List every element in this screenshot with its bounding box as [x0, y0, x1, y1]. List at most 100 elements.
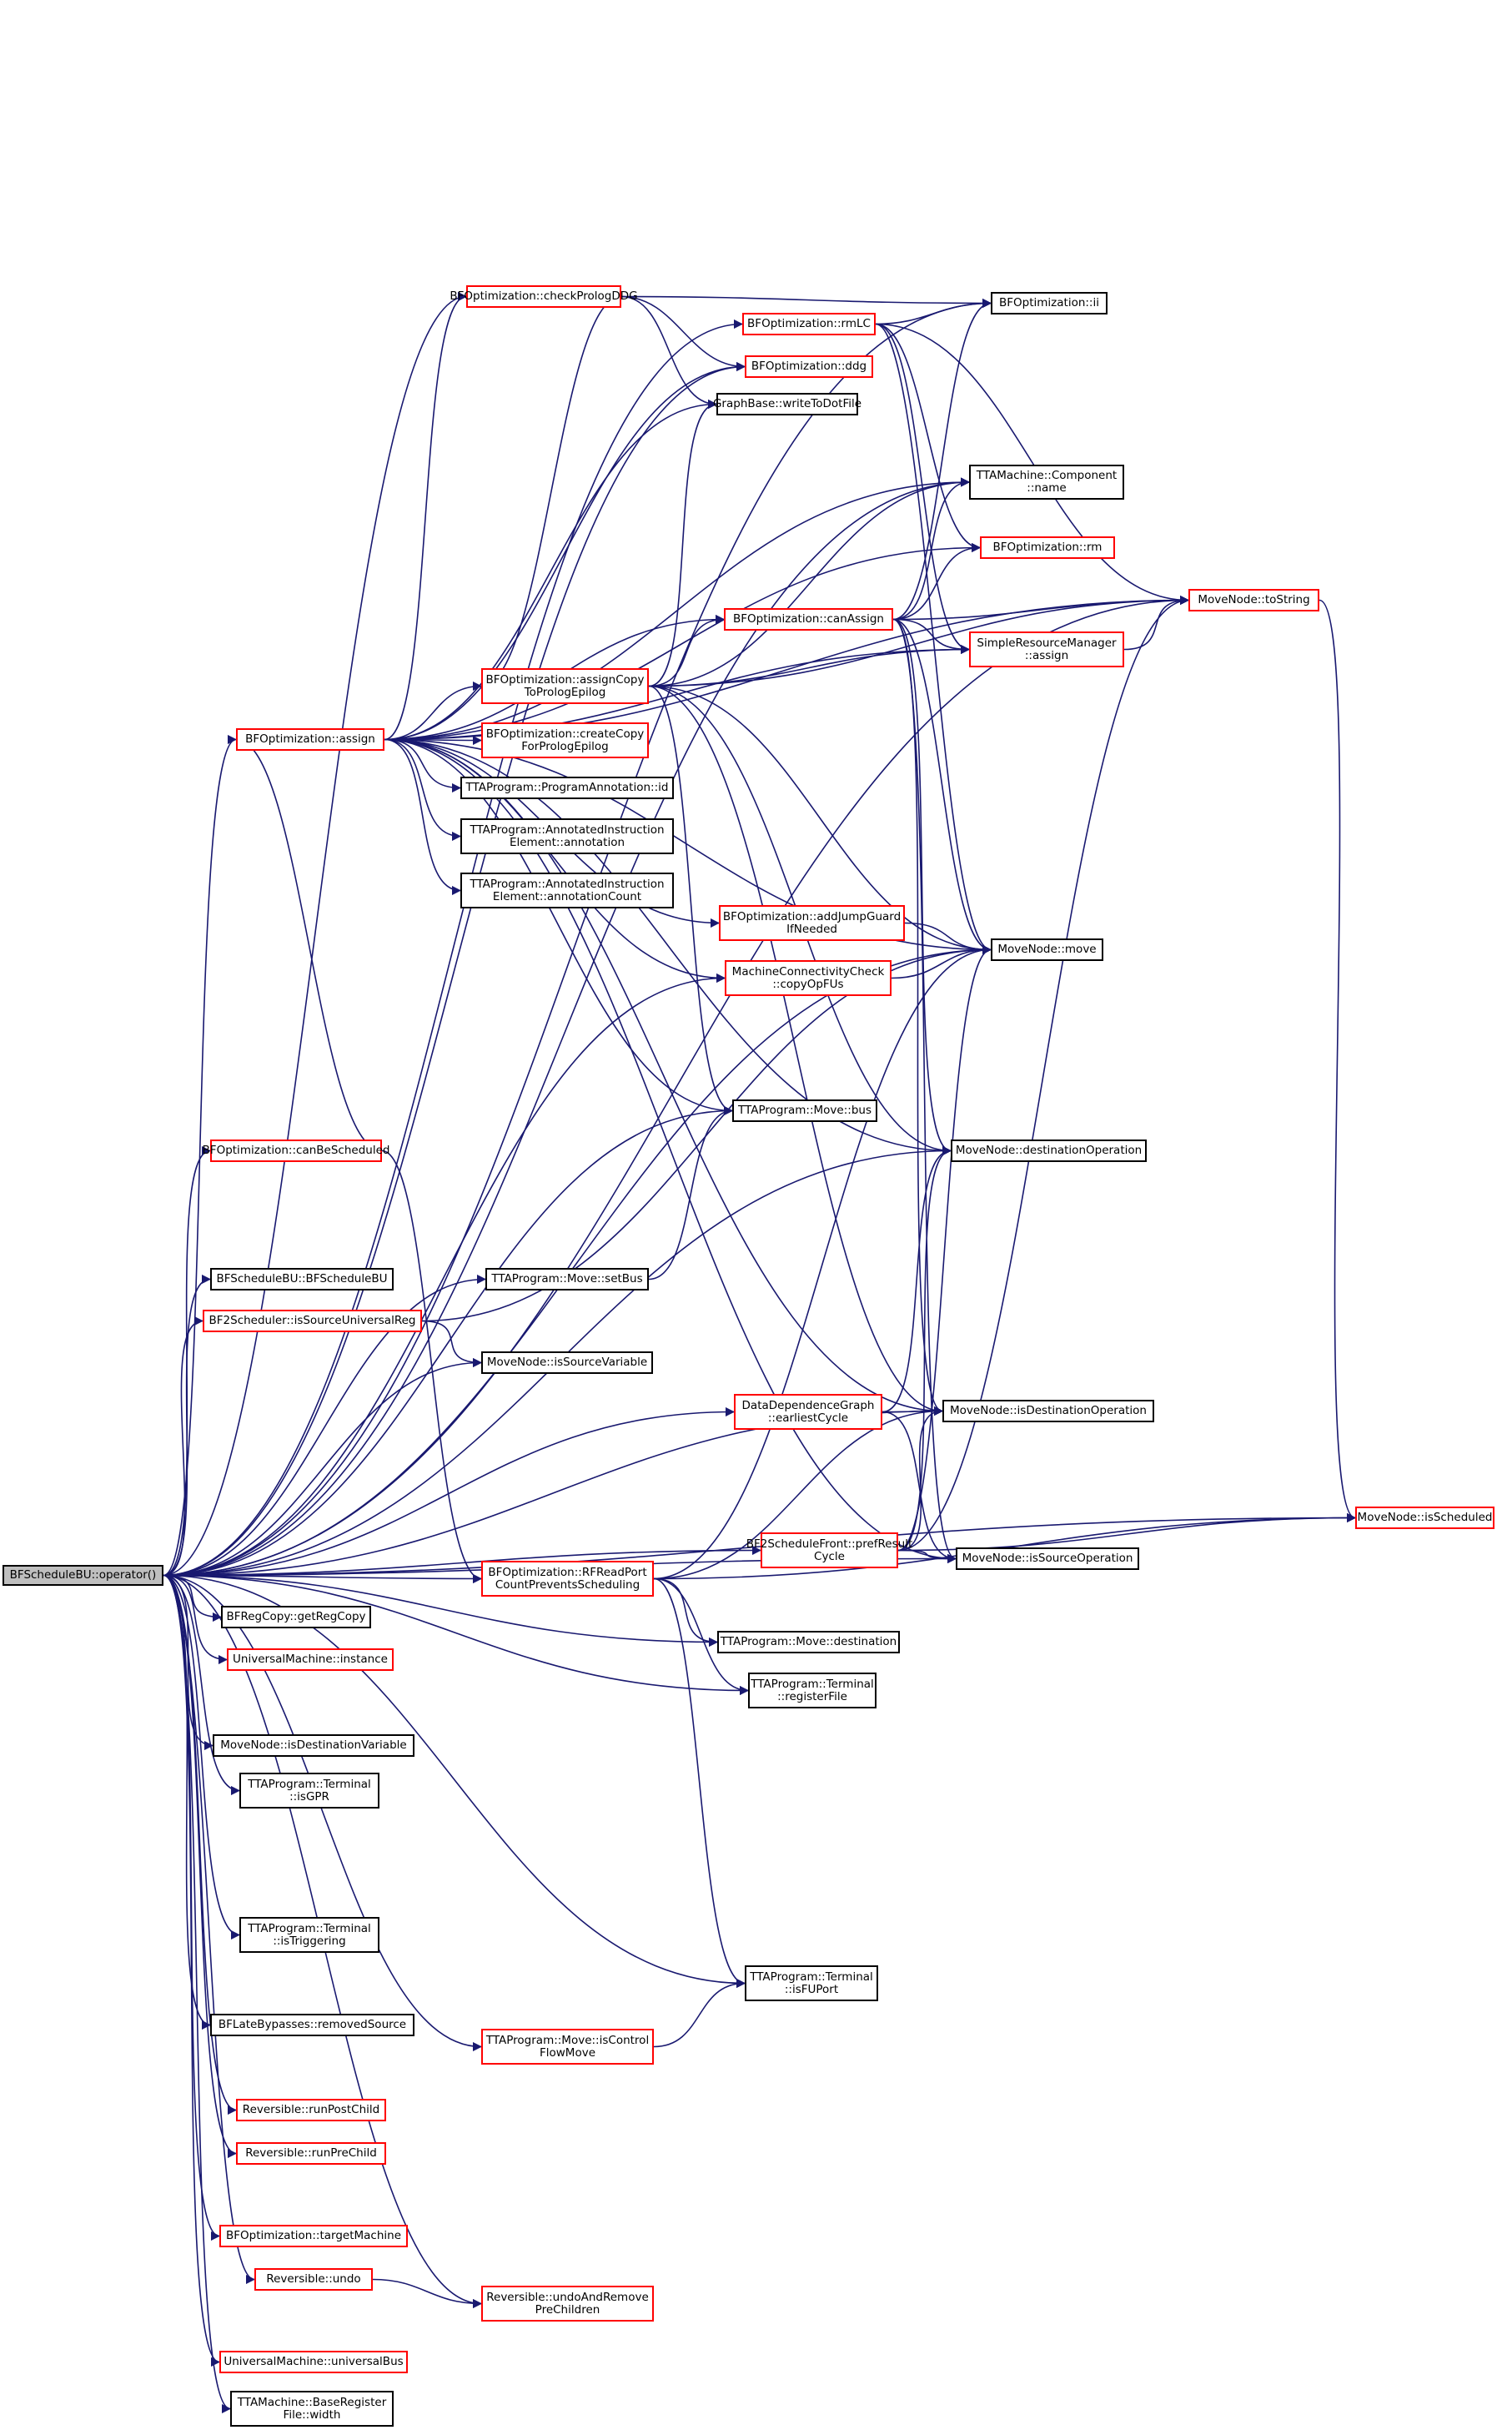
edge-root-to-compName — [163, 477, 971, 1577]
edge-checkPrologDDG-to-writeToDotFile — [620, 295, 718, 410]
edge-root-to-checkPrologDDG — [163, 291, 468, 1577]
edge-prefResult-to-move — [897, 945, 992, 1552]
node-annotationCount[interactable]: TTAProgram::AnnotatedInstruction Element… — [460, 873, 674, 908]
node-compName[interactable]: TTAMachine::Component ::name — [969, 465, 1124, 500]
edge-isSrcUnivReg-to-isSourceVariable — [421, 1320, 483, 1368]
node-annotation[interactable]: TTAProgram::AnnotatedInstruction Element… — [460, 818, 674, 854]
node-addJumpGuard[interactable]: BFOptimization::addJumpGuard IfNeeded — [719, 905, 905, 941]
edge-assign-to-ddg — [384, 361, 746, 741]
node-prefResult[interactable]: BF2ScheduleFront::prefResult Cycle — [746, 1532, 912, 1568]
node-isSrcUnivReg[interactable]: BF2Scheduler::isSourceUniversalReg — [203, 1310, 422, 1332]
edge-canAssign-to-destOp — [892, 618, 952, 1155]
edge-root-to-copyOpFUs — [163, 973, 726, 1577]
node-isControlFlow[interactable]: TTAProgram::Move::isControl FlowMove — [481, 2029, 654, 2065]
edge-assign-to-rm — [384, 542, 982, 741]
edge-undo-to-undoAndRemove — [372, 2278, 483, 2309]
edge-assign-to-copyOpFUs — [384, 738, 726, 984]
edge-isSrcUnivReg-to-move — [421, 944, 992, 1322]
edge-copyOpFUs-to-move — [891, 944, 992, 979]
edge-assign-to-isSourceOp — [384, 738, 957, 1564]
node-toString[interactable]: MoveNode::toString — [1188, 589, 1319, 611]
node-undo[interactable]: Reversible::undo — [254, 2268, 373, 2291]
edge-root-to-assign — [163, 735, 238, 1577]
edge-rmLC-to-srmAssign — [875, 323, 971, 655]
edge-rfReadPort-to-move — [653, 944, 992, 1580]
node-ii[interactable]: BFOptimization::ii — [991, 292, 1108, 314]
node-rfReadPort[interactable]: BFOptimization::RFReadPort CountPrevents… — [481, 1561, 654, 1597]
edge-canAssign-to-isSourceOp — [892, 618, 957, 1563]
node-root[interactable]: BFScheduleBU::operator() — [3, 1565, 163, 1586]
edge-canAssign-to-move — [892, 618, 992, 955]
edge-assignCopy-to-canAssign — [648, 614, 726, 687]
edge-root-to-ddg — [163, 361, 746, 1577]
node-getRegCopy[interactable]: BFRegCopy::getRegCopy — [221, 1606, 371, 1628]
node-progAnnId[interactable]: TTAProgram::ProgramAnnotation::id — [460, 777, 674, 799]
edge-prefResult-to-destOp — [897, 1145, 952, 1552]
node-moveDest[interactable]: TTAProgram::Move::destination — [717, 1631, 900, 1653]
node-setBus[interactable]: TTAProgram::Move::setBus — [485, 1268, 649, 1290]
edge-root-to-registerFile — [163, 1574, 750, 1696]
edge-assign-to-assignCopy — [384, 681, 483, 741]
node-isFUPort[interactable]: TTAProgram::Terminal ::isFUPort — [745, 1965, 878, 2001]
edge-root-to-move — [163, 944, 992, 1577]
edge-root-to-instance — [163, 1574, 229, 1665]
edge-assign-to-moveBus — [384, 738, 734, 1116]
node-move[interactable]: MoveNode::move — [991, 938, 1103, 961]
node-instance[interactable]: UniversalMachine::instance — [227, 1648, 394, 1671]
edge-assignCopy-to-move — [648, 685, 992, 955]
edge-assign-to-annotationCount — [384, 738, 462, 896]
edge-root-to-setBus — [163, 1274, 487, 1577]
edge-rfReadPort-to-isFUPort — [653, 1577, 746, 1989]
node-rm[interactable]: BFOptimization::rm — [980, 536, 1115, 559]
edge-prefResult-to-isDestOp — [897, 1406, 944, 1552]
edge-canAssign-to-rm — [892, 542, 982, 621]
node-canBeScheduled[interactable]: BFOptimization::canBeScheduled — [203, 1140, 389, 1162]
node-isScheduled[interactable]: MoveNode::isScheduled — [1355, 1507, 1494, 1529]
node-runPostChild[interactable]: Reversible::runPostChild — [236, 2099, 386, 2121]
node-createCopy[interactable]: BFOptimization::createCopy ForPrologEpil… — [481, 722, 649, 758]
edge-rfReadPort-to-isDestOp — [653, 1406, 944, 1580]
edge-rfReadPort-to-moveDest — [653, 1577, 719, 1648]
edge-assignCopy-to-writeToDotFile — [648, 399, 718, 687]
node-assign[interactable]: BFOptimization::assign — [236, 728, 384, 751]
node-copyOpFUs[interactable]: MachineConnectivityCheck ::copyOpFUs — [725, 960, 892, 996]
edge-checkPrologDDG-to-ii — [620, 295, 992, 309]
edge-prefResult-to-toString — [897, 595, 1190, 1552]
edge-assignCopy-to-isDestOp — [648, 685, 944, 1416]
node-universalBus[interactable]: UniversalMachine::universalBus — [219, 2351, 408, 2373]
edge-canAssign-to-compName — [892, 477, 971, 621]
node-canAssign[interactable]: BFOptimization::canAssign — [724, 608, 893, 631]
node-earliestCycle[interactable]: DataDependenceGraph ::earliestCycle — [734, 1394, 882, 1430]
node-moveBus[interactable]: TTAProgram::Move::bus — [732, 1099, 877, 1122]
node-rmLC[interactable]: BFOptimization::rmLC — [742, 313, 876, 335]
node-isSourceOp[interactable]: MoveNode::isSourceOperation — [956, 1547, 1139, 1570]
edge-root-to-isGPR — [163, 1574, 241, 1796]
node-targetMachine[interactable]: BFOptimization::targetMachine — [219, 2225, 408, 2247]
node-writeToDotFile[interactable]: GraphBase::writeToDotFile — [713, 393, 861, 415]
node-brfWidth[interactable]: TTAMachine::BaseRegister File::width — [230, 2391, 394, 2427]
node-isDestOp[interactable]: MoveNode::isDestinationOperation — [942, 1400, 1154, 1422]
node-destOp[interactable]: MoveNode::destinationOperation — [951, 1140, 1147, 1162]
node-isTriggering[interactable]: TTAProgram::Terminal ::isTriggering — [239, 1917, 379, 1953]
edge-setBus-to-moveBus — [648, 1105, 734, 1280]
node-removedSource[interactable]: BFLateBypasses::removedSource — [210, 2014, 414, 2036]
edge-checkPrologDDG-to-ddg — [620, 295, 746, 372]
edge-rmLC-to-rm — [875, 323, 982, 553]
node-isSourceVariable[interactable]: MoveNode::isSourceVariable — [481, 1351, 653, 1374]
node-registerFile[interactable]: TTAProgram::Terminal ::registerFile — [748, 1673, 877, 1708]
node-ddg[interactable]: BFOptimization::ddg — [745, 355, 873, 378]
node-checkPrologDDG[interactable]: BFOptimization::checkPrologDDG — [450, 285, 638, 308]
node-isDestVariable[interactable]: MoveNode::isDestinationVariable — [213, 1734, 414, 1757]
node-srmAssign[interactable]: SimpleResourceManager ::assign — [969, 631, 1124, 667]
node-runPreChild[interactable]: Reversible::runPreChild — [236, 2142, 386, 2165]
node-assignCopy[interactable]: BFOptimization::assignCopy ToPrologEpilo… — [481, 668, 649, 704]
node-isGPR[interactable]: TTAProgram::Terminal ::isGPR — [239, 1773, 379, 1809]
edge-assignCopy-to-checkPrologDDG — [480, 291, 623, 687]
edge-toString-to-isScheduled — [1319, 599, 1357, 1522]
node-undoAndRemove[interactable]: Reversible::undoAndRemove PreChildren — [481, 2286, 654, 2322]
edge-rmLC-to-ii — [875, 298, 992, 325]
edge-rfReadPort-to-registerFile — [653, 1577, 750, 1696]
edge-assign-to-destOp — [384, 738, 952, 1156]
edge-isControlFlow-to-isFUPort — [653, 1978, 746, 2048]
node-bfscheduleCtor[interactable]: BFScheduleBU::BFScheduleBU — [210, 1268, 394, 1290]
